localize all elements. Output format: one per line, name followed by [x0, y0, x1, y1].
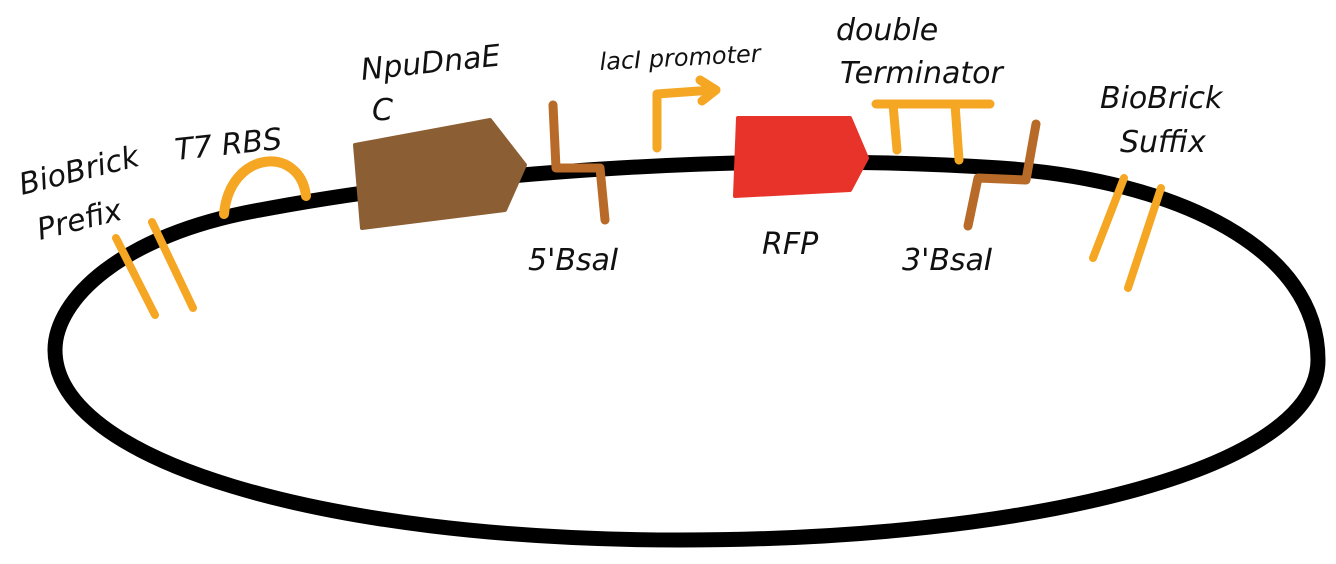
biobrick-suffix-marker	[1089, 174, 1165, 292]
bsai-5-site	[548, 100, 610, 225]
laci-promoter-label: lacI promoter	[599, 39, 764, 76]
biobrick-suffix-label-line2: Suffix	[1120, 125, 1206, 160]
t7-rbs-arc	[219, 156, 311, 219]
bsai-3-site	[963, 119, 1041, 231]
bsai-3-label: 3'BsaI	[902, 243, 993, 278]
plasmid-backbone	[47, 154, 1326, 548]
npudnae-c-arrow	[353, 118, 527, 230]
double-terminator-label-line1: double	[836, 13, 938, 48]
double-terminator-label-line2: Terminator	[840, 56, 1004, 91]
laci-promoter-arrow	[652, 75, 721, 153]
biobrick-prefix-marker	[112, 218, 197, 319]
npudnae-label-line2: C	[372, 93, 393, 128]
rfp-arrow	[733, 116, 869, 198]
bsai-5-label: 5'BsaI	[528, 243, 619, 278]
double-terminator	[871, 99, 995, 165]
rfp-label: RFP	[762, 227, 819, 262]
biobrick-prefix-label-line1: BioBrick	[15, 139, 144, 203]
biobrick-suffix-label-line1: BioBrick	[1100, 81, 1224, 116]
npudnae-label-line1: NpuDnaE	[359, 39, 502, 88]
biobrick-prefix-label-line2: Prefix	[33, 193, 125, 248]
